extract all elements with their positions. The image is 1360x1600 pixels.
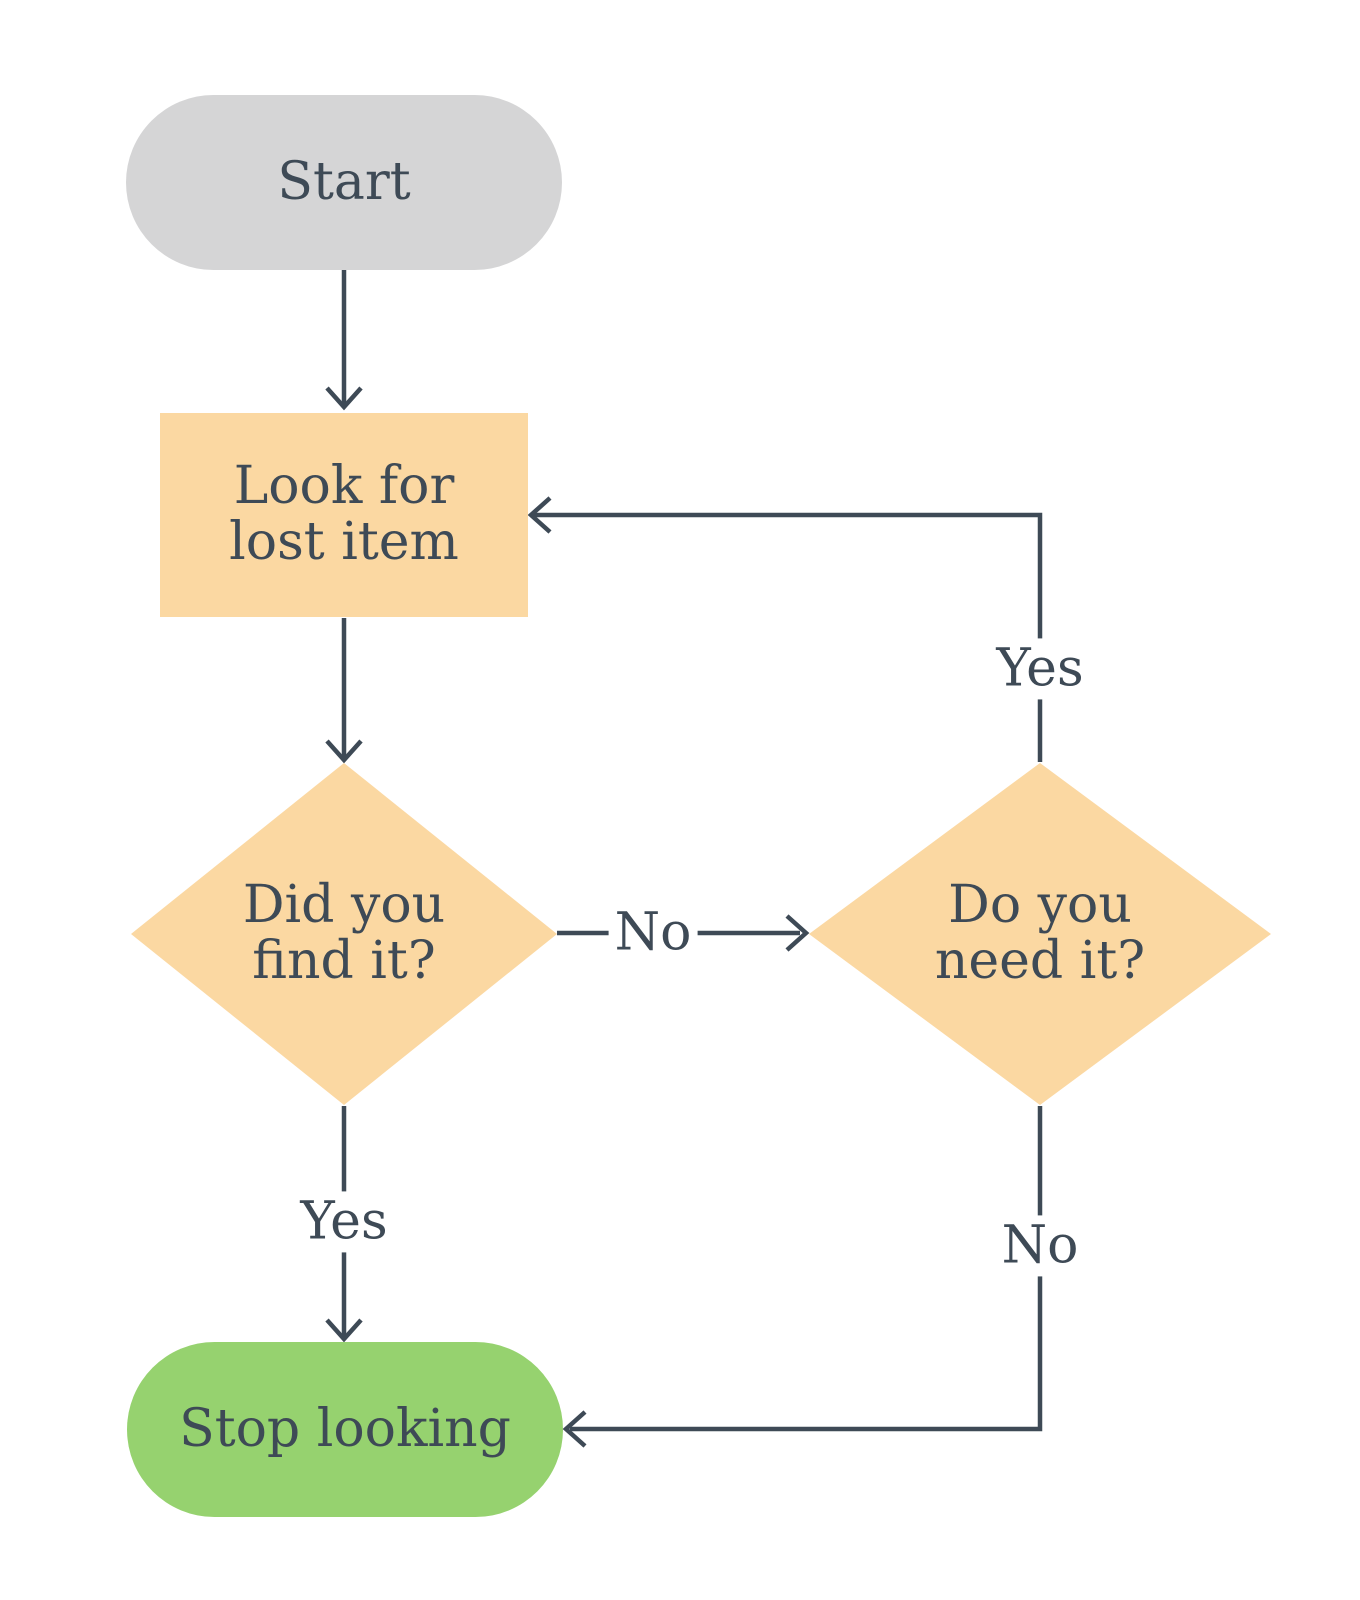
- node-look-label-line2: lost item: [229, 512, 459, 572]
- arrowhead-right-icon: [785, 914, 810, 952]
- edge-label-find-yes: Yes: [294, 1191, 394, 1253]
- arrowhead-down-icon: [325, 386, 363, 411]
- node-find-label-line2: find it?: [252, 931, 436, 991]
- node-need-label-line1: Do you: [948, 875, 1132, 936]
- arrowhead-down-icon: [325, 1318, 363, 1343]
- edge-label-find-no: No: [608, 902, 698, 964]
- node-find-label-line1: Did you: [242, 875, 446, 936]
- edge-need-to-look: [527, 496, 1043, 762]
- node-stop-label: Stop looking: [179, 1398, 511, 1459]
- node-look-label-line1: Look for: [233, 456, 455, 517]
- edge-label-need-yes: Yes: [990, 638, 1090, 700]
- node-start-label: Start: [277, 151, 411, 212]
- arrowhead-down-icon: [325, 739, 363, 764]
- edge-look-to-find: [325, 618, 363, 764]
- node-need-label-line2: need it?: [934, 931, 1146, 991]
- edge-need-to-stop: [562, 1106, 1043, 1448]
- edge-line: [534, 512, 1043, 762]
- node-look-for-lost-item: Look for lost item: [160, 413, 528, 617]
- edge-start-to-look: [325, 268, 363, 411]
- arrowhead-left-icon: [527, 496, 552, 534]
- node-start: Start: [126, 95, 562, 270]
- edge-line: [570, 1106, 1043, 1432]
- arrowhead-left-icon: [562, 1410, 587, 1448]
- edge-label-need-no: No: [995, 1215, 1085, 1277]
- node-stop-looking: Stop looking: [127, 1342, 563, 1517]
